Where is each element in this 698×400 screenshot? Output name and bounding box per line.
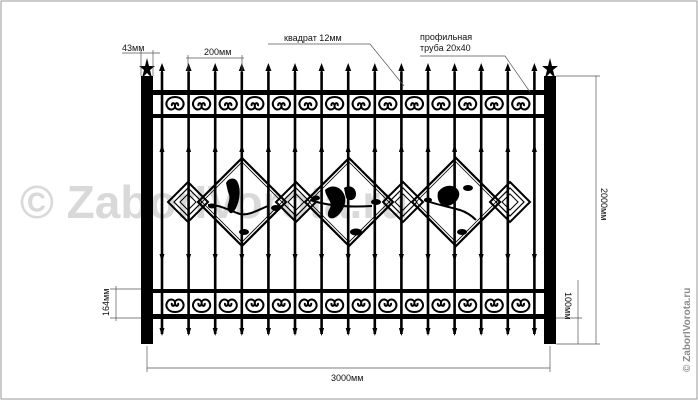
large-diamond-inner xyxy=(415,161,497,243)
rail-material-label-line1: профильная xyxy=(420,32,472,42)
height-label: 2000мм xyxy=(599,188,609,220)
bottom-gap-label: 100мм xyxy=(563,292,573,319)
bottom-inner-rail xyxy=(150,289,546,293)
scroll-curl xyxy=(218,298,238,313)
vertical-bar xyxy=(504,63,511,336)
width-label: 3000мм xyxy=(331,373,363,383)
scroll-curl xyxy=(431,298,451,313)
scroll-curl xyxy=(192,96,212,111)
top-rail xyxy=(150,90,546,95)
scroll-curl xyxy=(271,298,291,313)
left-post-finial xyxy=(139,58,155,78)
scroll-curl xyxy=(165,298,185,313)
copyright-vertical: © ZaborIVorota.ru xyxy=(682,288,693,372)
scroll-curl xyxy=(245,96,265,111)
vertical-bar xyxy=(159,63,165,336)
bar-spacing-label: 200мм xyxy=(204,47,231,57)
small-diamond-core xyxy=(394,193,412,211)
scroll-curl xyxy=(511,96,531,111)
scroll-curl xyxy=(431,96,451,111)
bird-ornament-right xyxy=(423,185,477,235)
scroll-curl xyxy=(165,96,185,111)
small-diamond-inner xyxy=(388,187,418,217)
right-post xyxy=(544,76,556,344)
rail-material-label-line2: труба 20х40 xyxy=(420,43,471,53)
left-post xyxy=(141,76,153,344)
large-diamond-inner xyxy=(308,161,390,243)
vertical-bar xyxy=(212,63,219,336)
dimension-lines xyxy=(110,43,600,372)
small-diamond xyxy=(488,180,532,224)
vertical-bar xyxy=(425,63,431,336)
large-diamond xyxy=(303,156,395,248)
bird-ornament-left xyxy=(207,178,281,235)
scroll-curl xyxy=(511,298,531,313)
small-diamond xyxy=(381,180,425,224)
post-width-label: 43мм xyxy=(122,43,144,53)
small-diamond-core xyxy=(179,193,197,211)
vertical-bar xyxy=(398,63,405,336)
scroll-curl xyxy=(484,298,504,313)
scroll-curl xyxy=(271,96,291,111)
rail-height-label: 164мм xyxy=(101,289,111,316)
vertical-bar xyxy=(478,63,485,336)
top-scroll-ornament xyxy=(165,96,531,111)
large-diamond xyxy=(196,156,288,248)
scroll-curl xyxy=(298,298,318,313)
vertical-bar xyxy=(265,63,272,336)
small-diamond-inner xyxy=(173,187,203,217)
scroll-curl xyxy=(218,96,238,111)
vertical-bar xyxy=(345,63,352,336)
scroll-curl xyxy=(404,298,424,313)
scroll-curl xyxy=(378,96,398,111)
large-diamond-inner xyxy=(201,161,283,243)
scroll-curl xyxy=(351,298,371,313)
vertical-bar xyxy=(185,63,192,336)
vertical-bar xyxy=(292,63,298,336)
bottom-scroll-ornament xyxy=(165,298,531,313)
scroll-curl xyxy=(458,298,478,313)
scroll-curl xyxy=(404,96,424,111)
small-diamond xyxy=(274,180,318,224)
scroll-curl xyxy=(298,96,318,111)
scroll-curl xyxy=(484,96,504,111)
small-diamond-core xyxy=(287,193,305,211)
bird-ornament-center xyxy=(309,186,381,236)
top-inner-rail xyxy=(150,114,546,118)
large-diamond xyxy=(410,156,502,248)
scroll-curl xyxy=(378,298,398,313)
vertical-bar xyxy=(451,63,458,336)
scroll-curl xyxy=(325,298,345,313)
diamond-ornaments xyxy=(166,156,532,248)
small-diamond-inner xyxy=(281,187,311,217)
small-diamond xyxy=(166,180,210,224)
bar-material-label: квадрат 12мм xyxy=(284,33,342,43)
scroll-curl xyxy=(458,96,478,111)
scroll-curl xyxy=(192,298,212,313)
scroll-curl xyxy=(245,298,265,313)
scroll-curl xyxy=(351,96,371,111)
small-diamond-inner xyxy=(495,187,525,217)
bottom-rail xyxy=(150,314,546,319)
scroll-curl xyxy=(325,96,345,111)
small-diamond-core xyxy=(501,193,519,211)
vertical-bar xyxy=(531,63,538,336)
right-post-finial xyxy=(542,58,558,78)
